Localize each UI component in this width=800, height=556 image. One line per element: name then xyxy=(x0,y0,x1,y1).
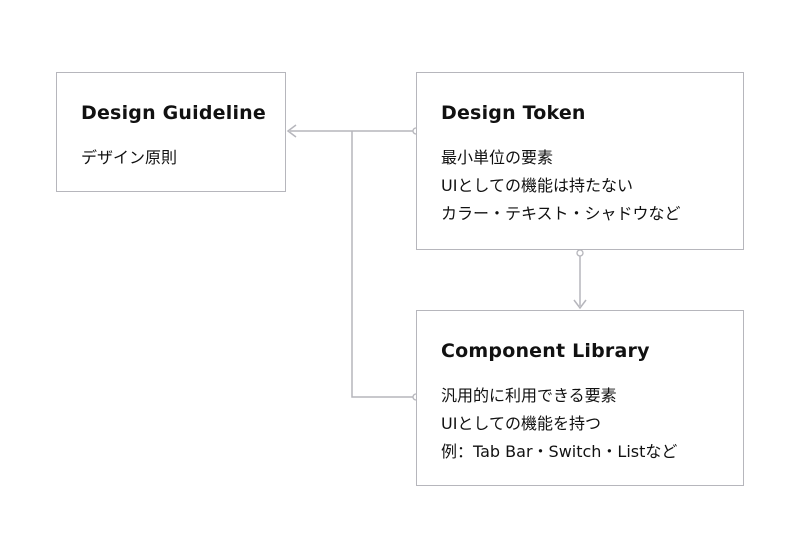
design-guideline-title: Design Guideline xyxy=(81,102,266,124)
arrowhead-guideline-icon xyxy=(286,124,297,138)
design-token-title: Design Token xyxy=(441,102,586,124)
description-line: UIとしての機能を持つ xyxy=(441,414,601,433)
design-guideline-box: Design Guideline デザイン原則 xyxy=(56,72,286,192)
component-library-box: Component Library 汎用的に利用できる要素 UIとしての機能を持… xyxy=(416,310,744,486)
arrowhead-library-icon xyxy=(573,299,587,310)
description-line: カラー・テキスト・シャドウなど xyxy=(441,204,681,223)
component-library-description: 汎用的に利用できる要素 UIとしての機能を持つ 例：Tab Bar・Switch… xyxy=(441,382,677,466)
description-line: 例：Tab Bar・Switch・Listなど xyxy=(441,442,678,461)
design-guideline-description: デザイン原則 xyxy=(81,144,177,172)
description-line: UIとしての機能は持たない xyxy=(441,176,633,195)
description-line: 汎用的に利用できる要素 xyxy=(441,386,617,405)
design-token-description: 最小単位の要素 UIとしての機能は持たない カラー・テキスト・シャドウなど xyxy=(441,144,681,228)
connector-library-to-trunk xyxy=(351,131,416,398)
description-line: 最小単位の要素 xyxy=(441,148,554,167)
description-line: デザイン原則 xyxy=(81,148,178,167)
connector-start-token-bottom-dot xyxy=(576,249,584,257)
design-token-box: Design Token 最小単位の要素 UIとしての機能は持たない カラー・テ… xyxy=(416,72,744,250)
component-library-title: Component Library xyxy=(441,340,650,362)
